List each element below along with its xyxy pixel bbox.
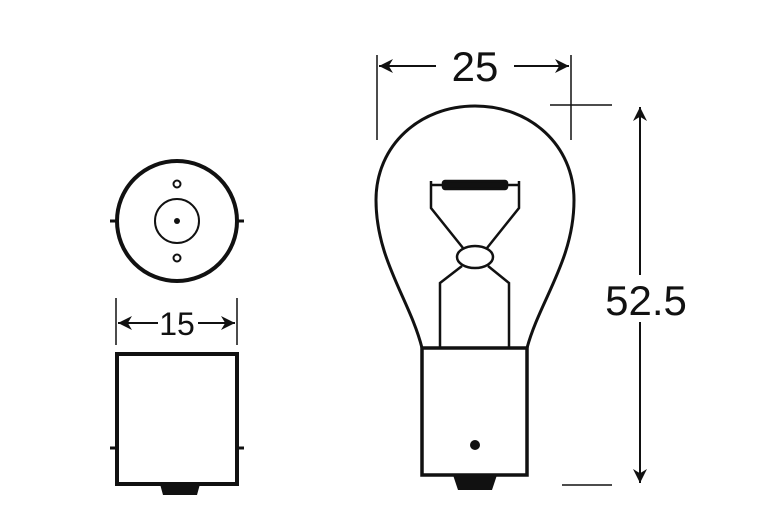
bulb-side-view	[374, 104, 576, 490]
filament	[429, 179, 521, 348]
base-diameter-dimension	[115, 298, 238, 345]
base-side-view	[110, 352, 244, 495]
bulb-height-dimension	[550, 104, 647, 486]
bulb-height-label: 52.5	[605, 277, 687, 324]
base-diameter-label: 15	[159, 306, 195, 342]
bulb-diameter-dimension	[376, 55, 572, 140]
bulb-diameter-label: 25	[452, 43, 499, 90]
base-end-view	[110, 159, 244, 283]
